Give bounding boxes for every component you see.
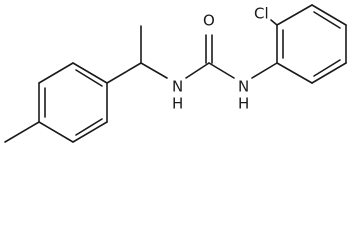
chlorophenyl-ring-bond <box>276 62 313 84</box>
methine-to-nitrogen-bond <box>140 62 168 79</box>
oxygen-atom-label: O <box>203 12 215 30</box>
atom-labels: Cl O N H N H <box>172 5 269 113</box>
tolyl-ring-bond <box>72 62 108 84</box>
chlorine-atom-label: Cl <box>254 5 269 23</box>
tolyl-ring-double-bond <box>75 69 103 87</box>
bond-lines <box>4 4 347 143</box>
carbon-chlorine-bond <box>270 19 278 26</box>
chlorophenyl-ring-double-bond <box>313 59 341 77</box>
tolyl-ring-bond <box>72 121 108 143</box>
tolyl-ring-double-bond <box>75 118 103 136</box>
nitrogen-atom-label: N <box>238 78 249 96</box>
nitrogen-to-aryl-bond <box>251 62 278 79</box>
tolyl-ring-bond <box>38 121 74 143</box>
hydrogen-atom-label: H <box>172 95 183 113</box>
chlorophenyl-ring-double-bond <box>313 11 341 29</box>
chlorophenyl-ring-bond <box>276 4 313 26</box>
chemical-structure-diagram: Cl O N H N H <box>4 4 347 143</box>
hydrogen-atom-label: H <box>238 95 249 113</box>
ring-to-methine-bond <box>106 62 142 84</box>
methyl-bond <box>4 121 40 143</box>
carbonyl-to-nitrogen-bond <box>208 62 235 79</box>
nitrogen-atom-label: N <box>172 78 183 96</box>
tolyl-ring-bond <box>38 62 74 84</box>
nitrogen-to-carbonyl-bond <box>185 62 210 79</box>
chlorophenyl-ring-bond <box>311 4 347 26</box>
chlorophenyl-ring-bond <box>311 62 347 84</box>
